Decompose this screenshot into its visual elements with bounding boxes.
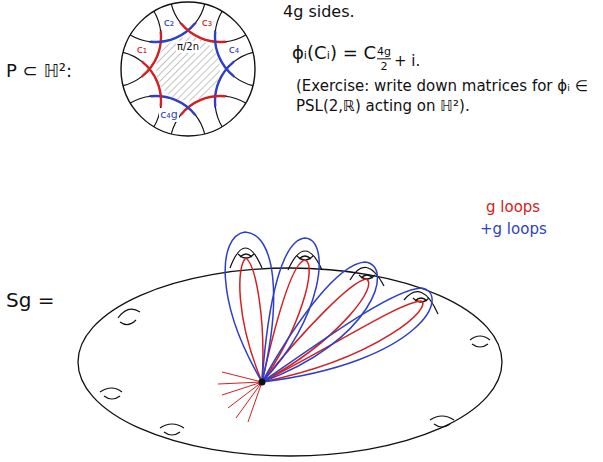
surface-outline <box>78 268 502 456</box>
basepoint <box>259 379 266 386</box>
angle-label: π/2n <box>176 41 200 53</box>
poincare-disk <box>121 2 255 136</box>
formula-text: ϕᵢ(Cᵢ) = C <box>292 42 376 64</box>
subscript-denominator: 2 <box>381 60 388 73</box>
handles <box>100 248 490 435</box>
loops-label: +g loops <box>480 220 547 238</box>
side-label: c₄ <box>228 43 240 56</box>
side-label: c₃ <box>201 16 213 29</box>
polygon-sides <box>123 4 253 134</box>
geodesics <box>123 4 253 134</box>
fraction-bar <box>377 58 391 59</box>
set-label: P ⊂ ℍ²: <box>6 60 72 82</box>
blue-loops <box>225 232 432 382</box>
side-label: c₄g <box>159 108 178 121</box>
basepoint-rays <box>218 372 262 422</box>
side-label: c₁ <box>136 43 148 56</box>
side-label: c₂ <box>163 16 175 29</box>
surface-label: Sg = <box>6 288 55 312</box>
note-text: 4g sides. <box>283 2 355 21</box>
red-loops <box>240 258 423 382</box>
polygon-shading <box>154 35 222 103</box>
exercise-note: (Exercise: write down matrices for ϕᵢ ∈ … <box>296 76 594 117</box>
subscript-numerator: 4g <box>377 45 391 58</box>
formula-tail: + i. <box>394 52 420 70</box>
loops-label: g loops <box>486 198 540 216</box>
